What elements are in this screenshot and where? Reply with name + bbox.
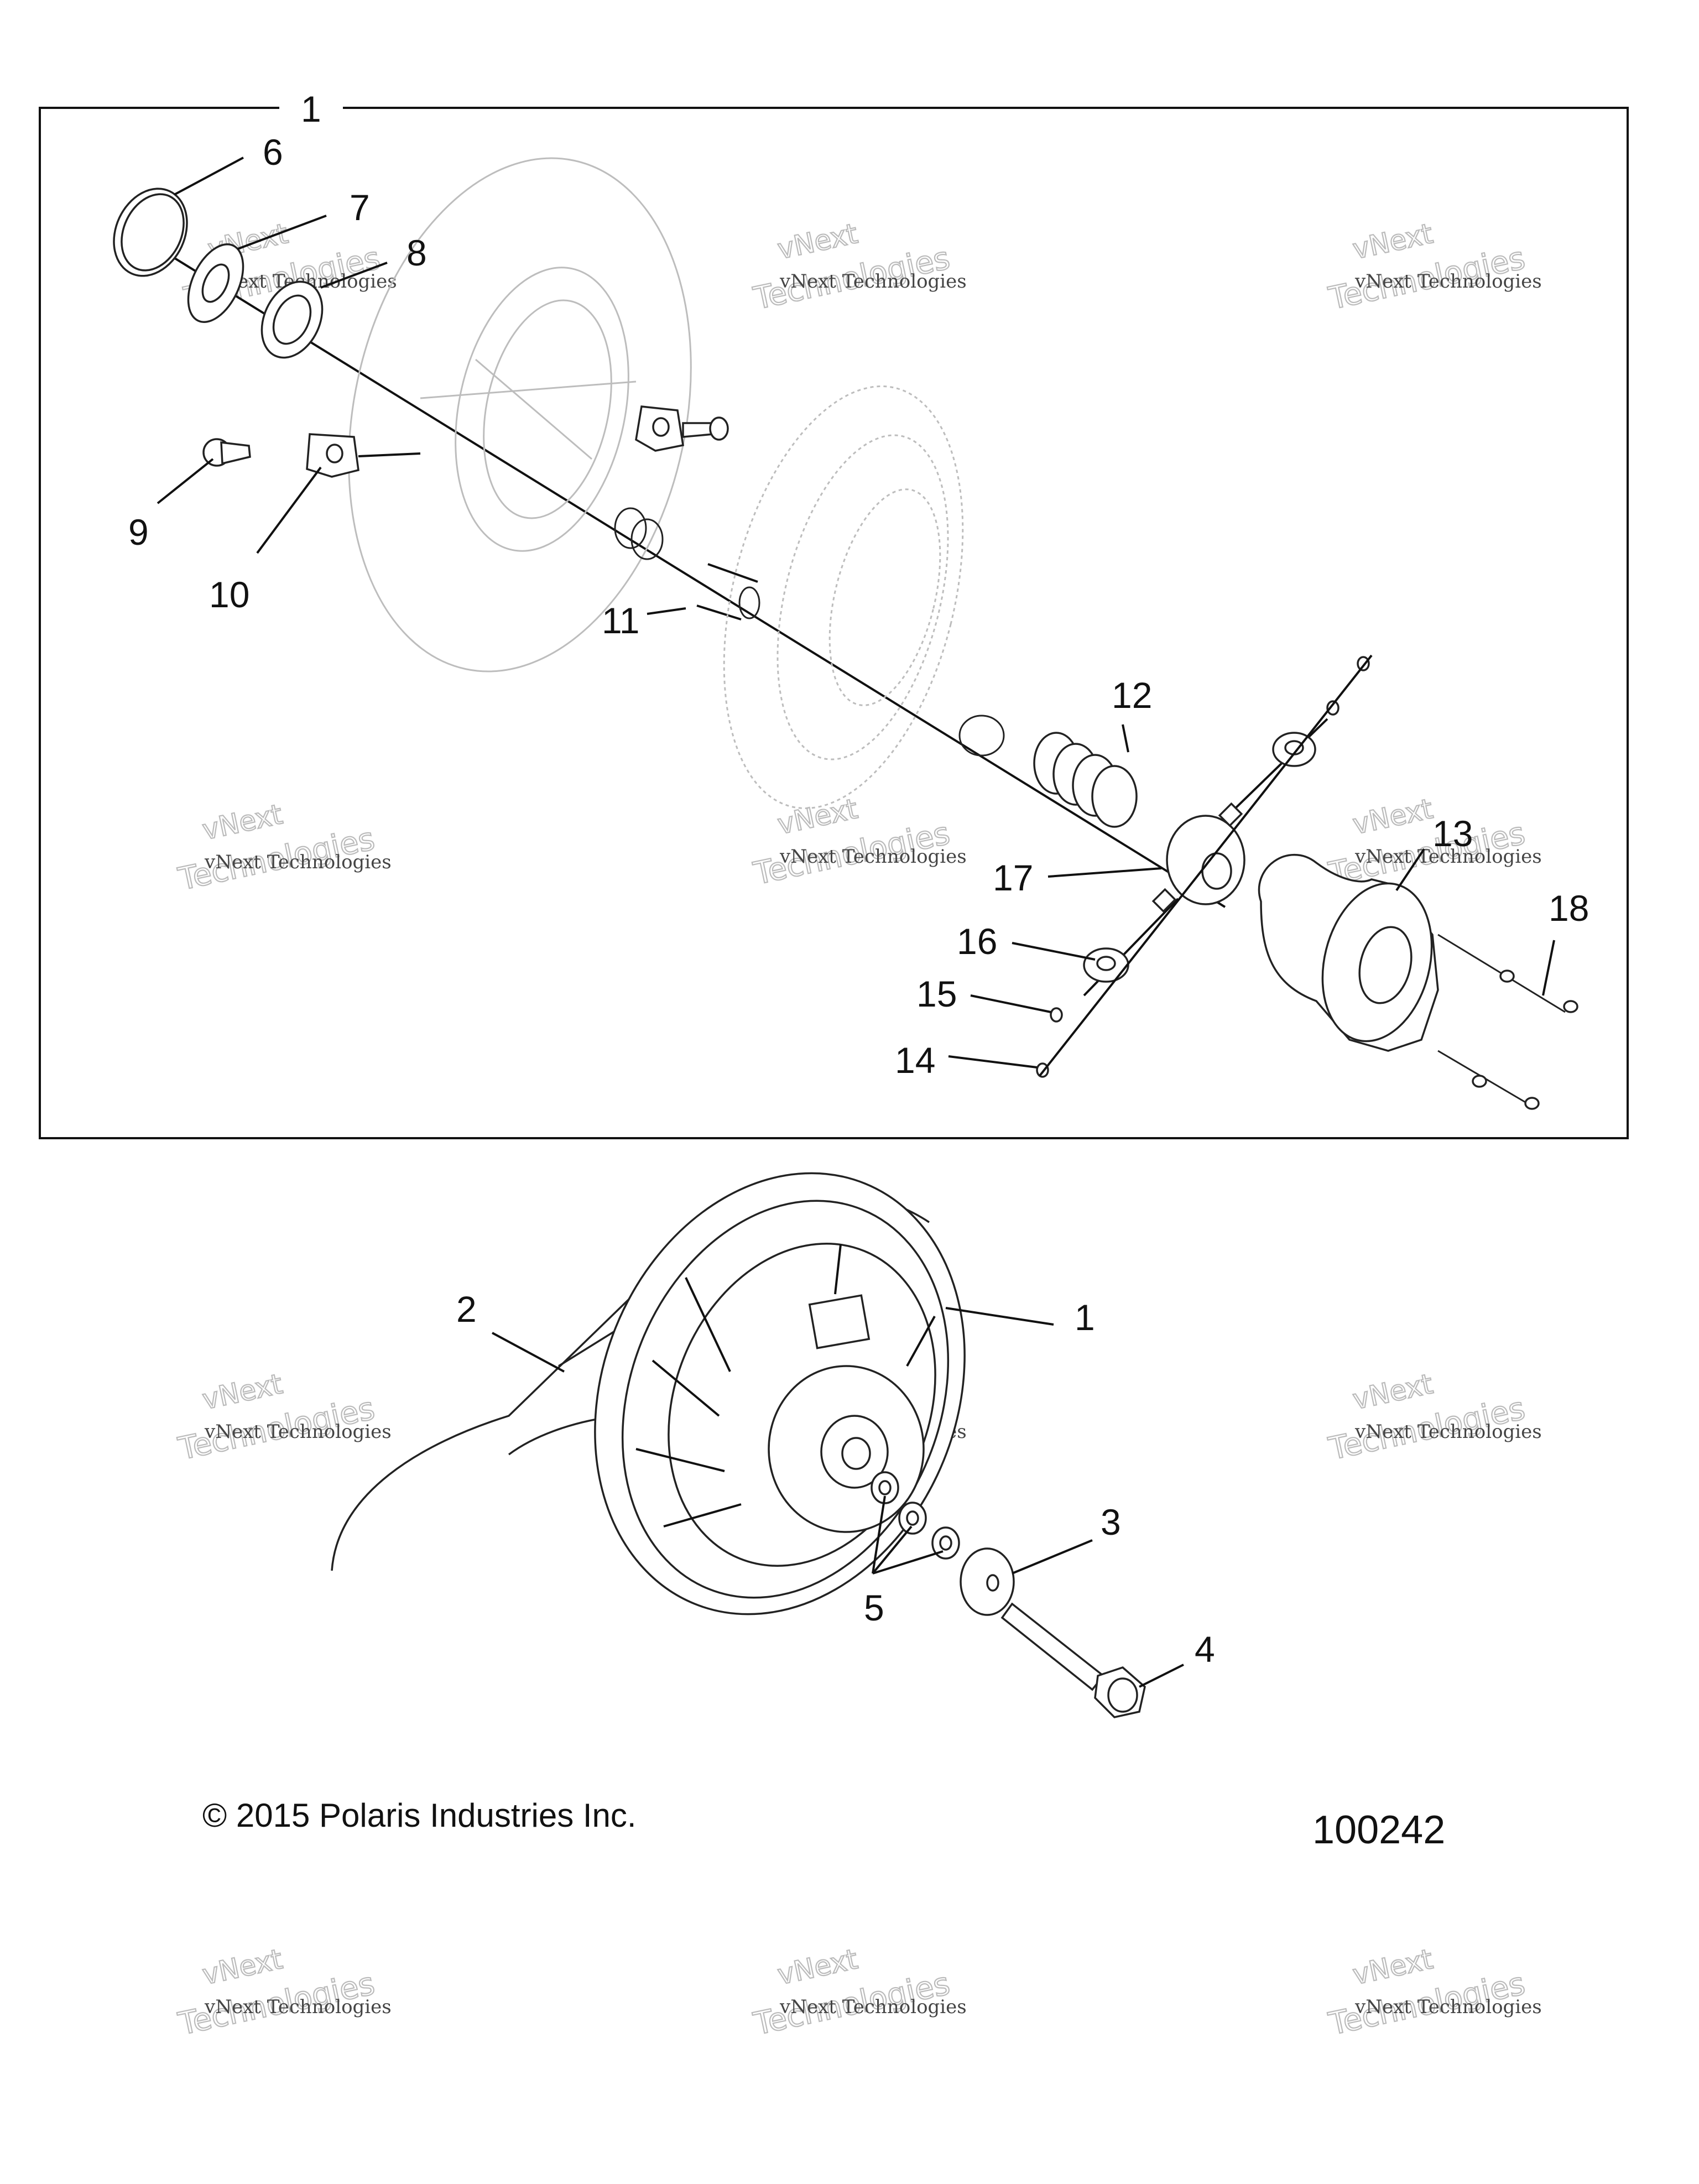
callout-14: 14 [895,1040,935,1081]
svg-text:vNext: vNext [1350,793,1436,841]
part-clip-upper [1357,656,1370,671]
svg-text:vNext: vNext [775,1943,861,1991]
callout-4: 4 [1195,1629,1215,1670]
part-spring-seat [958,715,1005,757]
watermark: vNext Technologies vNext Technologies [750,792,967,893]
part-stationary-sheave [723,385,964,809]
assembly-frame [39,107,1629,1139]
callout-17: 17 [993,857,1033,898]
callout-9: 9 [128,512,149,552]
callout-16: 16 [957,921,997,962]
svg-text:vNext Technologies: vNext Technologies [779,270,967,293]
callout-7: 7 [350,187,370,228]
explode-axis [132,231,1226,908]
part-washer [260,280,324,359]
part-roller-upper [1272,732,1316,767]
part-bolt [1000,1602,1146,1718]
svg-text:vNext: vNext [200,1943,285,1991]
axis-roller-pin [1039,654,1373,1077]
callout-1-top: 1 [301,88,321,129]
part-clutch-assembly [594,1172,966,1615]
svg-text:vNext Technologies: vNext Technologies [1354,846,1542,868]
part-large-washer [960,1547,1015,1616]
watermark: vNext Technologies vNext Technologies [175,798,392,898]
callout-6: 6 [263,132,283,173]
callout-8: 8 [406,232,427,273]
part-snap-ring [113,187,188,277]
part-spring [1033,732,1138,828]
svg-text:vNext Technologies: vNext Technologies [204,1996,392,2018]
part-pin [696,563,758,621]
svg-text:vNext Technologies: vNext Technologies [204,851,392,873]
part-shim-washers [871,1471,960,1560]
watermark: vNext Technologies vNext Technologies [175,1942,392,2043]
part-spacer [614,507,664,560]
watermark: vNext Technologies vNext Technologies [1325,217,1542,317]
part-roller-pin [202,438,251,467]
watermark: vNext Technologies vNext Technologies [1325,1367,1542,1468]
callout-11: 11 [602,600,640,641]
part-button-2 [635,405,729,452]
svg-text:vNext: vNext [1350,1368,1436,1416]
part-washer-15 [1050,1007,1063,1023]
svg-text:vNext Technologies: vNext Technologies [204,1421,392,1443]
svg-text:vNext Technologies: vNext Technologies [779,846,967,868]
callout-3: 3 [1101,1502,1121,1542]
part-helix [1258,853,1439,1052]
svg-text:vNext: vNext [775,793,861,841]
callout-13: 13 [1432,813,1473,854]
callout-10: 10 [209,574,249,615]
callout-5: 5 [864,1587,884,1628]
svg-text:vNext: vNext [1350,1943,1436,1991]
svg-text:vNext Technologies: vNext Technologies [1354,1996,1542,2018]
watermark: vNext Technologies vNext Technologies [1325,1942,1542,2043]
callout-1-bottom: 1 [1075,1297,1095,1338]
svg-text:vNext Technologies: vNext Technologies [1354,1421,1542,1443]
callout-2: 2 [456,1289,477,1330]
part-roller [1083,947,1129,983]
callout-18: 18 [1549,888,1589,929]
svg-text:vNext Technologies: vNext Technologies [779,1996,967,2018]
svg-text:vNext Technologies: vNext Technologies [1354,270,1542,293]
svg-text:vNext: vNext [775,217,861,265]
part-button [306,433,421,478]
callout-leaders-top [157,157,1555,1068]
callout-12: 12 [1112,675,1152,716]
svg-text:vNext: vNext [200,798,285,846]
svg-text:vNext: vNext [200,1368,285,1416]
watermark: vNext Technologies vNext Technologies [750,217,967,317]
part-moveable-sheave-ghost [348,157,692,673]
svg-text:vNext: vNext [1350,217,1436,265]
part-washer-upper [1326,700,1340,716]
watermark: vNext Technologies vNext Technologies [175,1367,392,1468]
part-bushing [187,243,244,324]
watermarks: vNext Technologies vNext Technologies vN… [175,217,1542,2043]
watermark: vNext Technologies vNext Technologies [750,1942,967,2043]
part-clip-14 [1036,1062,1049,1078]
diagram-number: 100242 [1312,1808,1445,1852]
callout-leaders-bottom [492,1307,1184,1688]
copyright-text: © 2015 Polaris Industries Inc. [202,1797,637,1834]
callout-15: 15 [916,973,957,1014]
part-screw [1437,934,1578,1110]
